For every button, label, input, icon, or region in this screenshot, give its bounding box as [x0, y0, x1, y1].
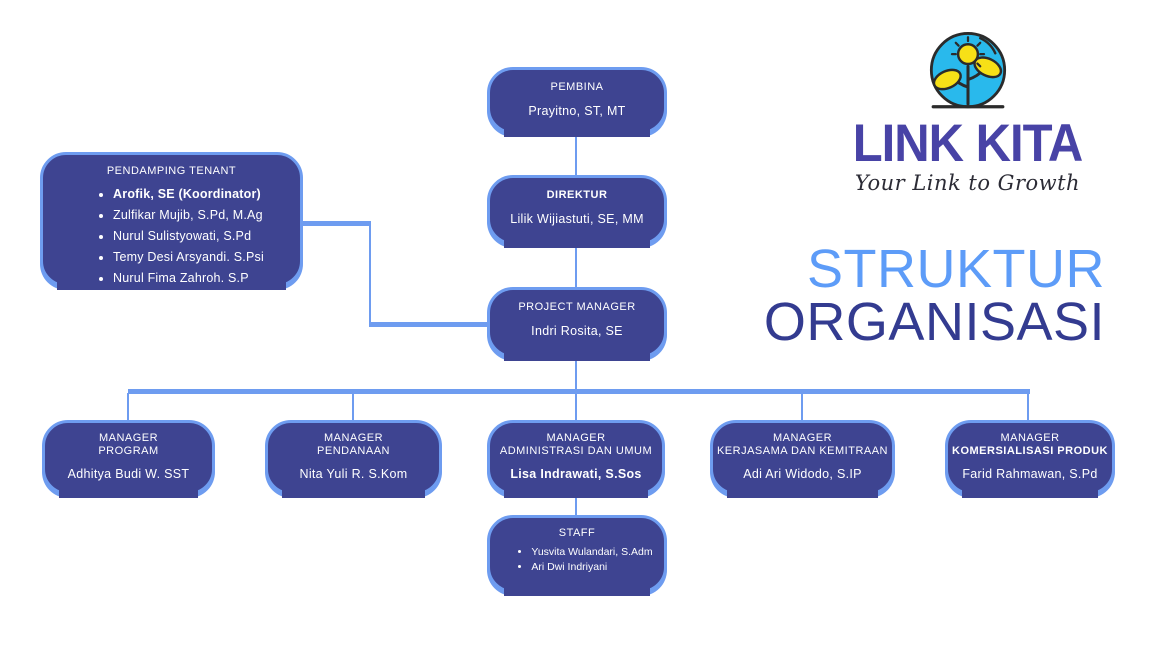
node-person-name: Nita Yuli R. S.Kom — [299, 467, 408, 481]
org-node-project-manager: PROJECT MANAGER Indri Rosita, SE — [487, 287, 667, 361]
node-title-line2: ADMINISTRASI DAN UMUM — [499, 445, 653, 457]
connector-drop-kerjasama — [801, 393, 803, 421]
connector-drop-administrasi — [575, 393, 577, 421]
plant-sun-logo-icon — [929, 32, 1006, 109]
page-title-line2: ORGANISASI — [763, 292, 1105, 352]
member-list-item: Arofik, SE (Koordinator) — [113, 184, 264, 205]
org-node-manager-kerjasama: MANAGER KERJASAMA DAN KEMITRAAN Adi Ari … — [710, 420, 895, 498]
node-title: PEMBINA — [550, 81, 604, 93]
node-person-name: Indri Rosita, SE — [531, 324, 623, 338]
connector-projectmanager-mainline — [575, 358, 577, 392]
connector-direktur-projectmanager — [575, 245, 577, 288]
org-node-manager-komersialisasi: MANAGER KOMERSIALISASI PRODUK Farid Rahm… — [945, 420, 1115, 498]
org-node-manager-administrasi: MANAGER ADMINISTRASI DAN UMUM Lisa Indra… — [487, 420, 665, 498]
node-title: PENDAMPING TENANT — [106, 165, 237, 177]
connector-drop-program — [127, 393, 129, 421]
node-title-line2: PROGRAM — [98, 445, 159, 457]
node-title-line1: MANAGER — [98, 432, 159, 444]
connector-tenant-horizontal-bottom — [369, 322, 488, 327]
member-list-item: Temy Desi Arsyandi. S.Psi — [113, 247, 264, 268]
node-title: PROJECT MANAGER — [518, 301, 636, 313]
connector-administrasi-staff — [575, 495, 577, 516]
member-list-item: Yusvita Wulandari, S.Adm — [531, 545, 652, 560]
node-title: DIREKTUR — [546, 189, 608, 201]
node-title-line1: MANAGER — [1000, 432, 1060, 444]
org-node-staff: STAFF Yusvita Wulandari, S.Adm Ari Dwi I… — [487, 515, 667, 596]
node-title-line1: MANAGER — [323, 432, 384, 444]
connector-tenant-vertical — [369, 221, 371, 327]
connector-drop-pendanaan — [352, 393, 354, 421]
node-title-line2: KERJASAMA DAN KEMITRAAN — [716, 445, 889, 457]
connector-tenant-horizontal-top — [300, 221, 371, 226]
member-list: Yusvita Wulandari, S.Adm Ari Dwi Indriya… — [495, 545, 658, 575]
org-node-direktur: DIREKTUR Lilik Wijiastuti, SE, MM — [487, 175, 667, 248]
node-person-name: Lilik Wijiastuti, SE, MM — [510, 212, 644, 226]
node-person-name: Adhitya Budi W. SST — [67, 467, 190, 481]
brand-name: LINK KITA — [852, 114, 1084, 173]
brand-block: LINK KITA Your Link to Growth — [845, 25, 1090, 195]
org-node-pendamping-tenant: PENDAMPING TENANT Arofik, SE (Koordinato… — [40, 152, 303, 290]
node-title-line1: MANAGER — [772, 432, 833, 444]
node-title: STAFF — [558, 527, 596, 539]
org-node-manager-pendanaan: MANAGER PENDANAAN Nita Yuli R. S.Kom — [265, 420, 442, 498]
member-list-item: Zulfikar Mujib, S.Pd, M.Ag — [113, 205, 264, 226]
connector-pembina-direktur — [575, 134, 577, 176]
page-title-line1: STRUKTUR — [807, 239, 1105, 299]
node-title-line2: PENDANAAN — [317, 445, 390, 457]
node-person-name: Lisa Indrawati, S.Sos — [510, 467, 642, 481]
node-title-line2: KOMERSIALISASI PRODUK — [952, 445, 1108, 457]
member-list-item: Nurul Fima Zahroh, S.P — [113, 268, 264, 289]
org-node-pembina: PEMBINA Prayitno, ST, MT — [487, 67, 667, 137]
page-title: STRUKTUR ORGANISASI — [660, 239, 1105, 352]
member-list: Arofik, SE (Koordinator) Zulfikar Mujib,… — [69, 184, 274, 289]
node-person-name: Prayitno, ST, MT — [528, 104, 626, 118]
brand-tagline: Your Link to Growth — [854, 171, 1081, 195]
org-node-manager-program: MANAGER PROGRAM Adhitya Budi W. SST — [42, 420, 215, 498]
member-list-item: Ari Dwi Indriyani — [531, 560, 652, 575]
member-list-item: Nurul Sulistyowati, S.Pd — [113, 226, 264, 247]
node-person-name: Farid Rahmawan, S.Pd — [962, 467, 1098, 481]
connector-main-horizontal — [128, 389, 1030, 394]
connector-drop-komersialisasi — [1027, 393, 1029, 421]
node-person-name: Adi Ari Widodo, S.IP — [743, 467, 862, 481]
node-title-line1: MANAGER — [546, 432, 606, 444]
